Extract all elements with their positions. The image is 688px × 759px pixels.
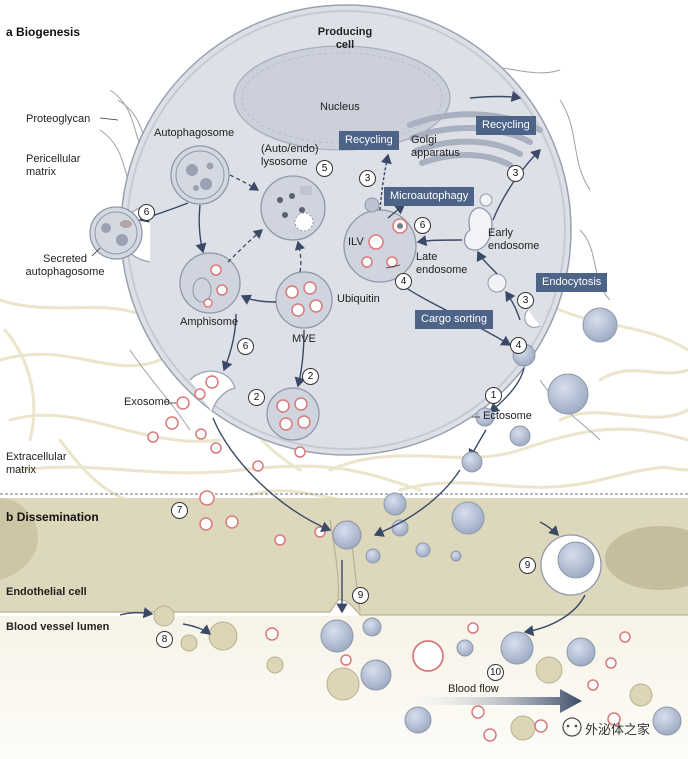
step-number: 8 [156,631,173,648]
step-number: 7 [171,502,188,519]
blood-flow-label: Blood flow [448,683,499,695]
step-number: 4 [510,337,527,354]
endothelial-nucleus [605,526,688,590]
step-number: 9 [519,557,536,574]
endothelial-cell [0,498,688,615]
step-number: 10 [487,664,504,681]
blood-flow-arrow [395,689,582,713]
endothelial-cell-label: Endothelial cell [6,586,87,598]
lysosome-label: (Auto/endo) lysosome [261,143,319,168]
ubiquitin-label: Ubiquitin [337,293,380,305]
extracellular-matrix-fibers [0,298,688,512]
step-number: 6 [237,338,254,355]
endocytic-vesicle [487,273,507,293]
nucleus-label: Nucleus [320,101,360,113]
wechat-watermark-icon [562,717,582,737]
circulating-vesicles [153,490,682,742]
ectosome-label: Ectosome [483,410,532,422]
lysosome [260,175,326,241]
multivesicular-endosome [275,271,333,329]
early-endosome [463,207,493,251]
golgi-label: Golgi apparatus [411,134,460,159]
autophagosome [170,145,230,205]
step-number: 3 [507,165,524,182]
step-number: 3 [517,292,534,309]
step-number: 2 [302,368,319,385]
proteoglycan-label: Proteoglycan [26,113,91,125]
late-endosome-label: Late endosome [416,251,468,276]
autophagosome-label: Autophagosome [154,127,235,139]
cargo-sorting-tag: Cargo sorting [415,310,494,329]
step-number: 6 [414,217,431,234]
biogenesis-arrows [138,90,541,460]
step-number: 6 [138,204,155,221]
step-number: 3 [359,170,376,187]
intraluminal-vesicle [368,234,384,250]
extracellular-matrix-label: Extracellular matrix [6,451,67,476]
exosome-release-pocket [189,370,236,413]
secreted-autophagosome [89,206,143,260]
blood-vessel-lumen-label: Blood vessel lumen [6,621,110,633]
step-number: 4 [395,273,412,290]
panel-a-heading: a Biogenesis [6,25,81,39]
watermark-text: 外泌体之家 [585,723,651,738]
secreted-autophagosome-label: Secreted autophagosome [25,253,105,278]
producing-cell-label: Producing cell [317,26,373,51]
step-number: 2 [248,389,265,406]
step-number: 9 [352,587,369,604]
dashed-arrows [227,174,305,273]
mve-docking [266,387,320,441]
amphisome-label: Amphisome [180,316,239,328]
nucleus [233,45,451,151]
exosome-label: Exosome [124,396,170,408]
mve-label: MVE [292,333,316,345]
early-endosome-label: Early endosome [488,227,540,252]
golgi-apparatus [407,111,543,168]
step-number: 5 [316,160,333,177]
step-number: 1 [485,387,502,404]
extracellular-vesicles-upper [147,307,618,473]
recycling-tag-right: Recycling [476,116,536,135]
ilv-label: ILV [348,236,364,248]
panel-b-heading: b Dissemination [6,510,99,524]
endocytosis-tag: Endocytosis [536,273,608,292]
dissemination-arrows [119,417,586,637]
recycling-tag-left: Recycling [339,131,399,150]
microautophagy-tag: Microautophagy [384,187,475,206]
pericellular-matrix-label: Pericellular matrix [26,153,81,178]
